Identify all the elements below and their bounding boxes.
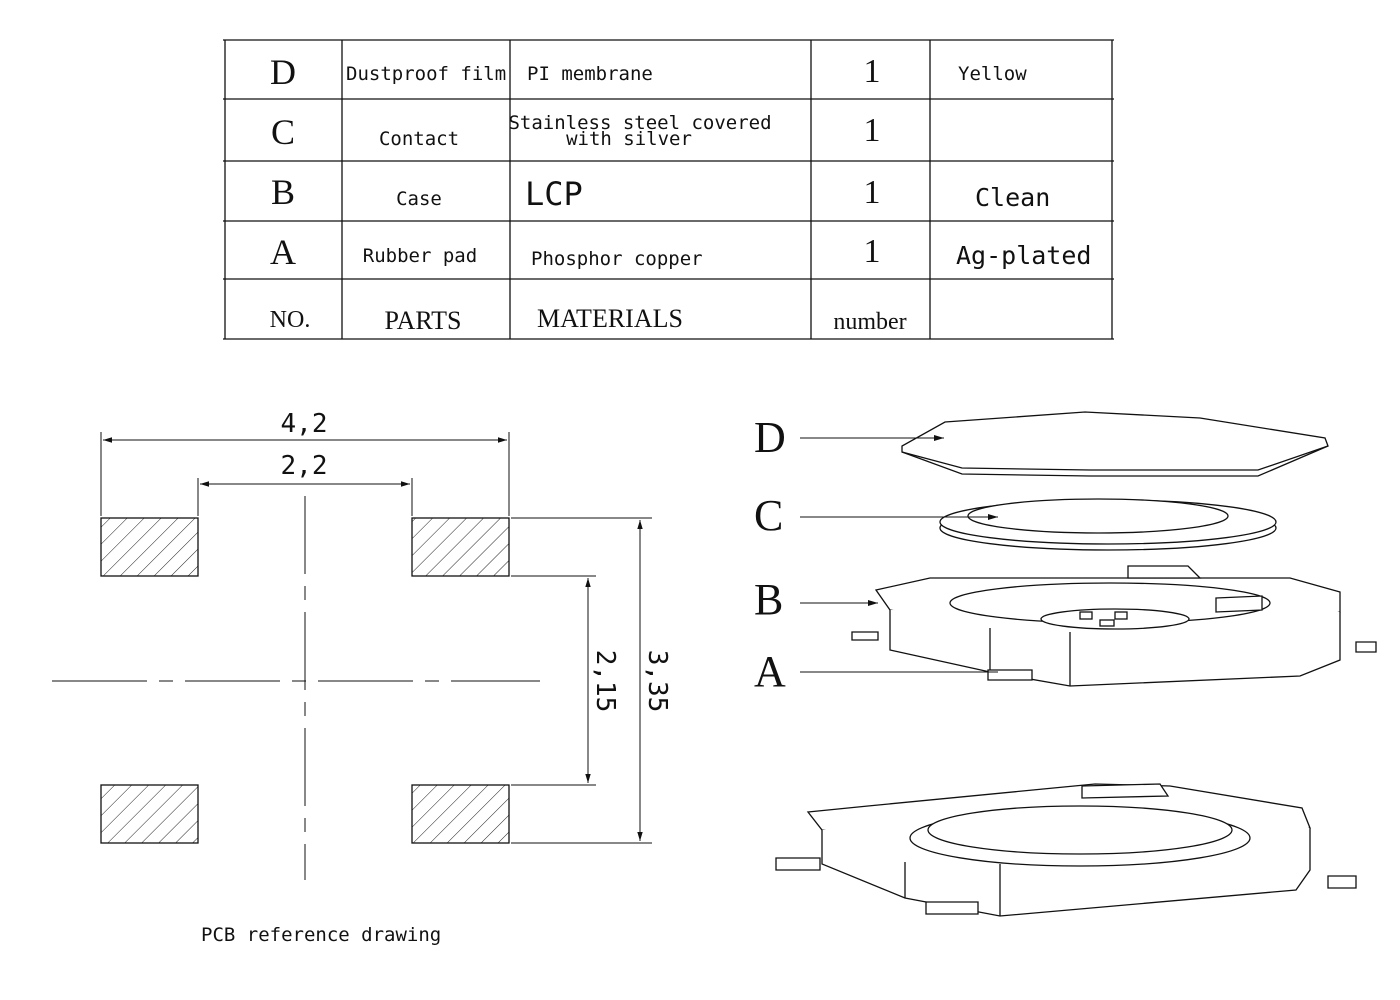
cell-number: 1 <box>864 112 881 149</box>
table-row: A Rubber pad Phosphor copper 1 Ag-plated <box>270 232 1091 272</box>
dim-label-total-height: 3,35 <box>642 650 672 713</box>
part-d-dustproof-film <box>901 411 1329 477</box>
table-row: B Case LCP 1 Clean <box>271 172 1050 213</box>
pcb-pad-bottom-right <box>411 784 510 844</box>
cell-part: Rubber pad <box>363 245 477 267</box>
pcb-pad-top-right <box>411 517 510 577</box>
label-b: B <box>754 575 783 624</box>
pcb-pad-top-left <box>100 517 199 577</box>
cell-note: Clean <box>975 183 1050 212</box>
header-materials: MATERIALS <box>537 304 683 333</box>
cell-material-line2: with silver <box>566 128 692 150</box>
pcb-caption: PCB reference drawing <box>201 924 441 946</box>
part-b-case-upper <box>851 565 1377 687</box>
cell-no: C <box>271 112 295 152</box>
header-parts: PARTS <box>385 306 462 335</box>
cell-note: Yellow <box>958 63 1027 85</box>
cell-no: D <box>270 52 296 92</box>
cell-note: Ag-plated <box>956 241 1091 270</box>
part-c-contact-disc <box>939 498 1277 551</box>
cell-part: Case <box>396 188 442 210</box>
cell-part: Contact <box>379 128 459 150</box>
label-a: A <box>754 647 786 696</box>
cell-material: Stainless steel covered <box>508 112 771 134</box>
cell-no: A <box>270 232 296 272</box>
table-grid <box>223 39 1114 340</box>
table-row: C Contact Stainless steel covered with s… <box>271 112 881 152</box>
cell-part: Dustproof film <box>346 63 506 85</box>
cell-no: B <box>271 172 295 212</box>
header-no: NO. <box>270 307 311 333</box>
assembled-switch-view <box>775 783 1357 917</box>
cell-number: 1 <box>864 233 881 270</box>
dim-label-total-width: 4,2 <box>281 409 328 439</box>
cell-number: 1 <box>864 53 881 90</box>
pcb-extension-lines <box>100 432 652 844</box>
label-d: D <box>754 413 786 462</box>
cell-material: Phosphor copper <box>531 248 703 270</box>
bill-of-materials-table: D Dustproof film PI membrane 1 Yellow C … <box>223 39 1114 340</box>
header-number: number <box>833 309 906 335</box>
table-header-row: NO. PARTS MATERIALS number <box>270 304 907 335</box>
dim-label-inner-height: 2,15 <box>590 650 620 713</box>
cell-material: LCP <box>525 175 583 213</box>
dim-label-inner-width: 2,2 <box>281 451 328 481</box>
label-c: C <box>754 491 783 540</box>
cell-number: 1 <box>864 174 881 211</box>
table-row: D Dustproof film PI membrane 1 Yellow <box>270 52 1027 92</box>
pcb-pad-bottom-left <box>100 784 199 844</box>
cell-material: PI membrane <box>527 63 653 85</box>
